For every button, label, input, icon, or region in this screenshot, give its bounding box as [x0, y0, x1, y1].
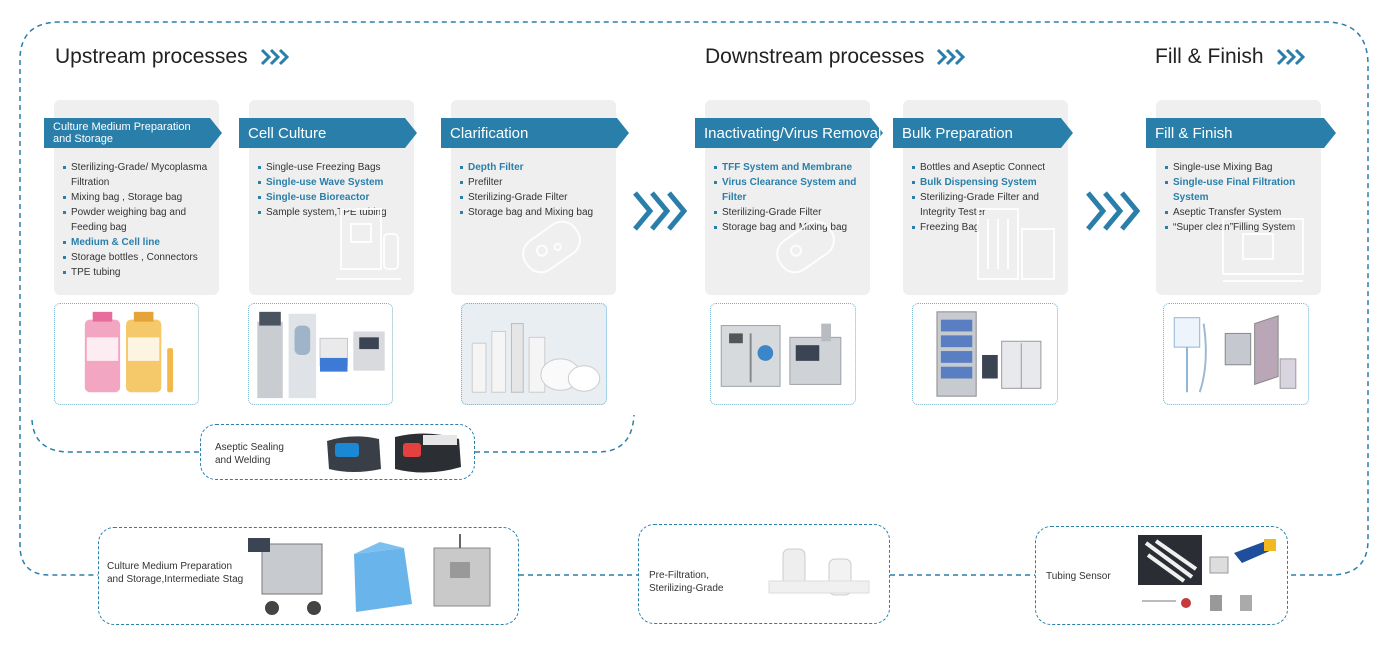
bottom-box-prefiltration: Pre-Filtration, Sterilizing-Grade — [638, 524, 890, 624]
stage-item: Storage bag and Mixing bag — [459, 205, 610, 220]
stage-item: Sterilizing-Grade Filter and Integrity T… — [911, 190, 1062, 220]
product-image-depth-filters — [461, 303, 607, 405]
stage-card-clarification: Clarification Depth Filter Prefilter Ste… — [451, 100, 616, 295]
bottom-box-culture-medium: Culture Medium Preparation and Storage,I… — [98, 527, 519, 625]
stage-card-fill-finish: Fill & Finish Single-use Mixing Bag Sing… — [1156, 100, 1321, 295]
bottom-box-label: Pre-Filtration, Sterilizing-Grade — [649, 570, 724, 594]
stage-item: Sterilizing-Grade Filter — [713, 205, 864, 220]
bottom-box-label: Tubing Sensor — [1046, 571, 1111, 582]
stage-item: Virus Clearance System and Filter — [713, 175, 864, 205]
stage-item: TFF System and Membrane — [713, 160, 864, 175]
storage-systems-image — [248, 534, 491, 615]
stage-item: Single-use Wave System — [257, 175, 408, 190]
stage-item: TPE tubing — [62, 265, 213, 280]
filter-watermark-icon — [522, 220, 581, 274]
stage-banner: Fill & Finish — [1146, 118, 1336, 148]
chevron-right-icon — [260, 48, 290, 66]
stage-card-cell-culture: Cell Culture Single-use Freezing Bags Si… — [249, 100, 414, 295]
stage-item: Powder weighing bag and Feeding bag — [62, 205, 213, 235]
stage-item: Sterilizing-Grade/ Mycoplasma Filtration — [62, 160, 213, 190]
tubing-sensors-image — [1138, 535, 1276, 611]
stage-item: Sample system,TPE tubing — [257, 205, 408, 220]
stage-item: Single-use Mixing Bag — [1164, 160, 1315, 175]
stage-banner: Cell Culture — [239, 118, 417, 148]
stage-item: Depth Filter — [459, 160, 610, 175]
stage-item: Single-use Final Filtration System — [1164, 175, 1315, 205]
stage-item: Storage bag and Mixing bag — [713, 220, 864, 235]
stage-item: Mixing bag , Storage bag — [62, 190, 213, 205]
stage-item: Medium & Cell line — [62, 235, 213, 250]
stage-banner: Inactivating/Virus Removal — [695, 118, 883, 148]
sealer-welder-image — [327, 433, 461, 473]
bioreactor-watermark-icon — [336, 208, 401, 280]
stage-item: “Super clean”Filling System — [1164, 220, 1315, 235]
chevron-right-icon — [1086, 191, 1141, 231]
stage-card-bulk-preparation: Bulk Preparation Bottles and Aseptic Con… — [903, 100, 1068, 295]
section-title-fill-finish: Fill & Finish — [1155, 45, 1306, 69]
stage-item: Sterilizing-Grade Filter — [459, 190, 610, 205]
aseptic-sealing-label: Aseptic Sealing and Welding — [215, 442, 284, 466]
stage-item: Aseptic Transfer System — [1164, 205, 1315, 220]
stage-banner: Culture Medium Preparation and Storage — [44, 118, 222, 148]
stage-card-inactivating: Inactivating/Virus Removal TFF System an… — [705, 100, 870, 295]
stage-item-list: TFF System and Membrane Virus Clearance … — [713, 160, 864, 235]
stage-card-culture-medium: Culture Medium Preparation and Storage S… — [54, 100, 219, 295]
bag-watermark-icon — [776, 220, 835, 274]
product-image-bioreactor — [248, 303, 393, 405]
product-image-media-bottles — [54, 303, 199, 405]
product-image-dispensing-system — [912, 303, 1058, 405]
stage-item-list: Depth Filter Prefilter Sterilizing-Grade… — [459, 160, 610, 220]
stage-item: Prefilter — [459, 175, 610, 190]
stage-item: Bottles and Aseptic Connect — [911, 160, 1062, 175]
prefilter-capsules-image — [768, 548, 870, 596]
stage-item-list: Single-use Freezing Bags Single-use Wave… — [257, 160, 408, 220]
stage-item: Freezing Bag — [911, 220, 1062, 235]
stage-banner: Clarification — [441, 118, 629, 148]
aseptic-sealing-box: Aseptic Sealing and Welding — [200, 424, 475, 480]
cabinet-watermark-icon — [977, 208, 1055, 280]
section-title-upstream: Upstream processes — [55, 45, 290, 69]
stage-item: Storage bottles , Connectors — [62, 250, 213, 265]
stage-item-list: Single-use Mixing Bag Single-use Final F… — [1164, 160, 1315, 235]
filling-watermark-icon — [1222, 218, 1304, 282]
bottom-box-tubing-sensor: Tubing Sensor — [1035, 526, 1288, 625]
stage-item: Bulk Dispensing System — [911, 175, 1062, 190]
product-image-tff-system — [710, 303, 856, 405]
product-image-filling-system — [1163, 303, 1309, 405]
stage-item: Single-use Bioreactor — [257, 190, 408, 205]
section-title-downstream: Downstream processes — [705, 45, 966, 69]
stage-item-list: Bottles and Aseptic Connect Bulk Dispens… — [911, 160, 1062, 235]
stage-item: Single-use Freezing Bags — [257, 160, 408, 175]
chevron-right-icon — [633, 191, 688, 231]
chevron-right-icon — [1276, 48, 1306, 66]
bottom-box-label: Culture Medium Preparation and Storage,I… — [107, 561, 244, 585]
stage-item-list: Sterilizing-Grade/ Mycoplasma Filtration… — [62, 160, 213, 280]
chevron-right-icon — [936, 48, 966, 66]
stage-banner: Bulk Preparation — [893, 118, 1073, 148]
